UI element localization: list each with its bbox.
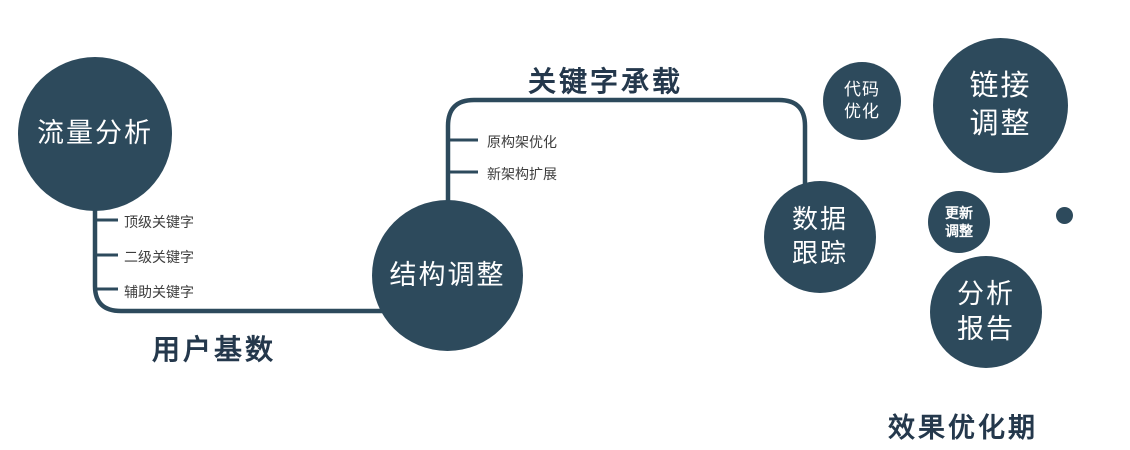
connector-traffic-to-structure	[92, 185, 385, 314]
tick-label-framework-expand: 新架构扩展	[487, 166, 557, 182]
connector-structure-to-tracking	[445, 97, 808, 205]
node-code-optimization: 代码 优化	[823, 62, 901, 140]
node-link-adjustment: 链接 调整	[933, 38, 1068, 173]
node-structure-adjustment: 结构调整	[372, 200, 523, 351]
tick-label-top-keywords: 顶级关键字	[124, 214, 194, 230]
edge-label-keyword-carry: 关键字承载	[528, 66, 684, 97]
node-analysis-report: 分析 报告	[930, 256, 1042, 368]
tick-label-aux-keywords: 辅助关键字	[124, 284, 194, 300]
tick-label-framework-optimize: 原构架优化	[487, 134, 557, 150]
edge-label-user-base: 用户基数	[152, 334, 277, 365]
tick-label-second-keywords: 二级关键字	[124, 249, 194, 265]
node-update-adjustment: 更新 调整	[928, 191, 990, 253]
bullet-dot	[1056, 207, 1073, 224]
phase-label-effect-period: 效果优化期	[888, 413, 1038, 443]
node-data-tracking: 数据 跟踪	[764, 181, 876, 293]
node-traffic-analysis: 流量分析	[18, 57, 172, 211]
